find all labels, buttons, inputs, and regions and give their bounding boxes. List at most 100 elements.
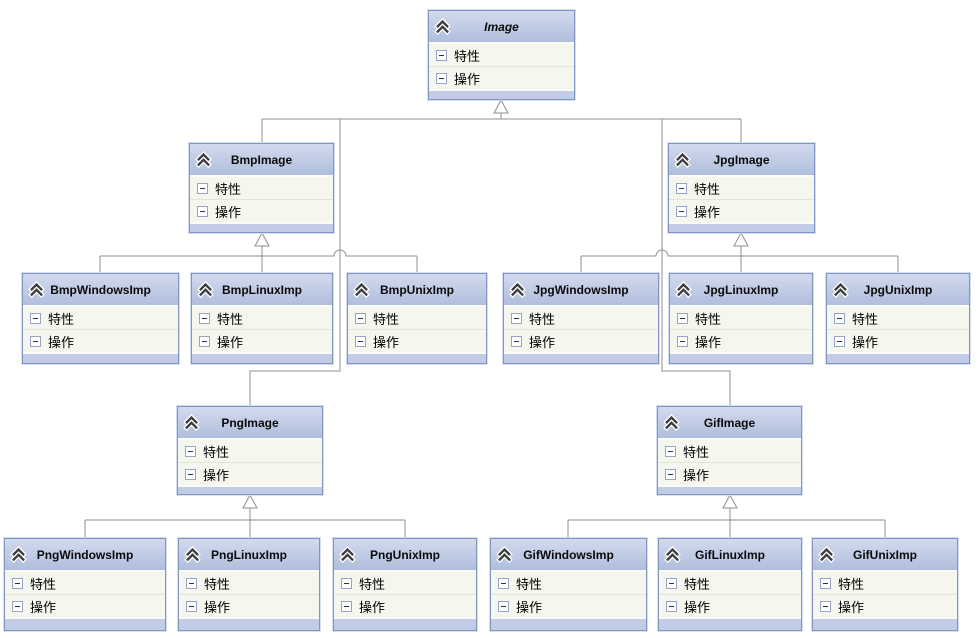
class-header[interactable]: GifImage bbox=[658, 407, 801, 440]
collapse-minus-icon[interactable] bbox=[666, 600, 677, 612]
member-row-properties[interactable]: 特性 bbox=[5, 572, 165, 594]
member-row-properties[interactable]: 特性 bbox=[178, 440, 322, 462]
collapse-minus-icon[interactable] bbox=[185, 445, 196, 457]
collapse-minus-icon[interactable] bbox=[186, 577, 197, 589]
member-row-operations[interactable]: 操作 bbox=[5, 594, 165, 617]
collapse-minus-icon[interactable] bbox=[30, 312, 41, 324]
collapse-minus-icon[interactable] bbox=[436, 72, 447, 84]
collapse-minus-icon[interactable] bbox=[199, 312, 210, 324]
collapse-chevron-icon[interactable] bbox=[195, 151, 212, 168]
member-row-properties[interactable]: 特性 bbox=[334, 572, 476, 594]
collapse-minus-icon[interactable] bbox=[185, 468, 196, 480]
collapse-chevron-icon[interactable] bbox=[184, 546, 201, 563]
member-row-operations[interactable]: 操作 bbox=[658, 462, 801, 485]
collapse-chevron-icon[interactable] bbox=[10, 546, 27, 563]
class-header[interactable]: BmpWindowsImp bbox=[23, 274, 178, 307]
collapse-minus-icon[interactable] bbox=[676, 205, 687, 217]
collapse-minus-icon[interactable] bbox=[498, 577, 509, 589]
collapse-minus-icon[interactable] bbox=[834, 312, 845, 324]
class-box-JpgLinuxImp[interactable]: JpgLinuxImp 特性 操作 bbox=[669, 273, 813, 364]
collapse-minus-icon[interactable] bbox=[197, 182, 208, 194]
collapse-minus-icon[interactable] bbox=[355, 312, 366, 324]
member-row-properties[interactable]: 特性 bbox=[429, 44, 574, 66]
class-box-GifImage[interactable]: GifImage 特性 操作 bbox=[657, 406, 802, 495]
collapse-chevron-icon[interactable] bbox=[664, 546, 681, 563]
member-row-properties[interactable]: 特性 bbox=[23, 307, 178, 329]
member-row-operations[interactable]: 操作 bbox=[670, 329, 812, 352]
member-row-operations[interactable]: 操作 bbox=[192, 329, 332, 352]
collapse-chevron-icon[interactable] bbox=[509, 281, 526, 298]
class-header[interactable]: JpgImage bbox=[669, 144, 814, 177]
member-row-operations[interactable]: 操作 bbox=[659, 594, 801, 617]
class-header[interactable]: BmpLinuxImp bbox=[192, 274, 332, 307]
class-header[interactable]: PngLinuxImp bbox=[179, 539, 319, 572]
member-row-operations[interactable]: 操作 bbox=[179, 594, 319, 617]
member-row-properties[interactable]: 特性 bbox=[658, 440, 801, 462]
collapse-minus-icon[interactable] bbox=[341, 577, 352, 589]
member-row-properties[interactable]: 特性 bbox=[670, 307, 812, 329]
member-row-operations[interactable]: 操作 bbox=[429, 66, 574, 89]
class-box-GifUnixImp[interactable]: GifUnixImp 特性 操作 bbox=[812, 538, 958, 631]
class-header[interactable]: BmpImage bbox=[190, 144, 333, 177]
collapse-minus-icon[interactable] bbox=[834, 335, 845, 347]
collapse-minus-icon[interactable] bbox=[666, 577, 677, 589]
class-box-BmpImage[interactable]: BmpImage 特性 操作 bbox=[189, 143, 334, 233]
class-header[interactable]: JpgWindowsImp bbox=[504, 274, 658, 307]
class-header[interactable]: GifWindowsImp bbox=[491, 539, 646, 572]
collapse-minus-icon[interactable] bbox=[677, 312, 688, 324]
member-row-properties[interactable]: 特性 bbox=[504, 307, 658, 329]
collapse-minus-icon[interactable] bbox=[12, 600, 23, 612]
collapse-chevron-icon[interactable] bbox=[832, 281, 849, 298]
member-row-properties[interactable]: 特性 bbox=[669, 177, 814, 199]
collapse-minus-icon[interactable] bbox=[677, 335, 688, 347]
class-header[interactable]: Image bbox=[429, 11, 574, 44]
member-row-operations[interactable]: 操作 bbox=[23, 329, 178, 352]
collapse-minus-icon[interactable] bbox=[665, 468, 676, 480]
member-row-operations[interactable]: 操作 bbox=[669, 199, 814, 222]
collapse-minus-icon[interactable] bbox=[511, 335, 522, 347]
member-row-properties[interactable]: 特性 bbox=[179, 572, 319, 594]
collapse-minus-icon[interactable] bbox=[355, 335, 366, 347]
class-header[interactable]: PngWindowsImp bbox=[5, 539, 165, 572]
member-row-operations[interactable]: 操作 bbox=[190, 199, 333, 222]
class-header[interactable]: JpgLinuxImp bbox=[670, 274, 812, 307]
class-box-GifLinuxImp[interactable]: GifLinuxImp 特性 操作 bbox=[658, 538, 802, 631]
collapse-minus-icon[interactable] bbox=[199, 335, 210, 347]
collapse-minus-icon[interactable] bbox=[436, 49, 447, 61]
collapse-chevron-icon[interactable] bbox=[675, 281, 692, 298]
collapse-minus-icon[interactable] bbox=[186, 600, 197, 612]
class-header[interactable]: JpgUnixImp bbox=[827, 274, 969, 307]
class-box-JpgWindowsImp[interactable]: JpgWindowsImp 特性 操作 bbox=[503, 273, 659, 364]
collapse-minus-icon[interactable] bbox=[30, 335, 41, 347]
member-row-operations[interactable]: 操作 bbox=[348, 329, 486, 352]
collapse-minus-icon[interactable] bbox=[12, 577, 23, 589]
member-row-properties[interactable]: 特性 bbox=[659, 572, 801, 594]
collapse-minus-icon[interactable] bbox=[820, 577, 831, 589]
member-row-properties[interactable]: 特性 bbox=[827, 307, 969, 329]
member-row-properties[interactable]: 特性 bbox=[190, 177, 333, 199]
collapse-chevron-icon[interactable] bbox=[674, 151, 691, 168]
class-box-PngImage[interactable]: PngImage 特性 操作 bbox=[177, 406, 323, 495]
class-header[interactable]: PngUnixImp bbox=[334, 539, 476, 572]
collapse-chevron-icon[interactable] bbox=[434, 18, 451, 35]
collapse-minus-icon[interactable] bbox=[498, 600, 509, 612]
collapse-minus-icon[interactable] bbox=[341, 600, 352, 612]
collapse-minus-icon[interactable] bbox=[511, 312, 522, 324]
collapse-chevron-icon[interactable] bbox=[496, 546, 513, 563]
member-row-operations[interactable]: 操作 bbox=[491, 594, 646, 617]
class-box-BmpUnixImp[interactable]: BmpUnixImp 特性 操作 bbox=[347, 273, 487, 364]
member-row-operations[interactable]: 操作 bbox=[813, 594, 957, 617]
member-row-properties[interactable]: 特性 bbox=[348, 307, 486, 329]
class-box-BmpWindowsImp[interactable]: BmpWindowsImp 特性 操作 bbox=[22, 273, 179, 364]
member-row-operations[interactable]: 操作 bbox=[334, 594, 476, 617]
collapse-minus-icon[interactable] bbox=[197, 205, 208, 217]
class-header[interactable]: BmpUnixImp bbox=[348, 274, 486, 307]
collapse-chevron-icon[interactable] bbox=[818, 546, 835, 563]
class-box-PngLinuxImp[interactable]: PngLinuxImp 特性 操作 bbox=[178, 538, 320, 631]
collapse-chevron-icon[interactable] bbox=[28, 281, 45, 298]
collapse-chevron-icon[interactable] bbox=[663, 414, 680, 431]
collapse-minus-icon[interactable] bbox=[820, 600, 831, 612]
class-box-PngUnixImp[interactable]: PngUnixImp 特性 操作 bbox=[333, 538, 477, 631]
class-box-GifWindowsImp[interactable]: GifWindowsImp 特性 操作 bbox=[490, 538, 647, 631]
member-row-properties[interactable]: 特性 bbox=[813, 572, 957, 594]
